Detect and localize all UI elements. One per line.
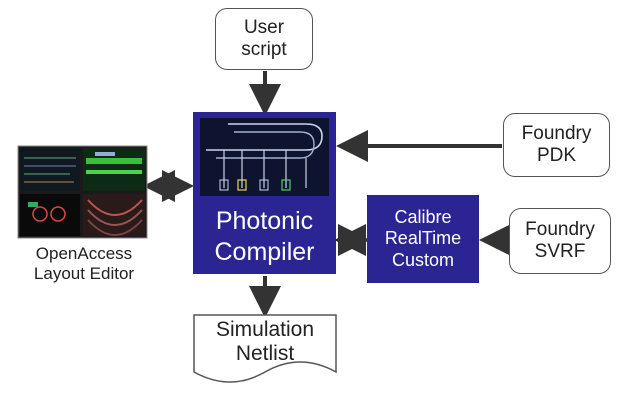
foundry-svrf-box: Foundry SVRF: [509, 208, 611, 274]
foundry-svrf-label: Foundry SVRF: [525, 219, 595, 262]
foundry-pdk-box: Foundry PDK: [503, 113, 610, 177]
photonic-circuit-thumbnail: [200, 118, 329, 196]
netlist-document-shape: [193, 314, 337, 383]
user-script-box: User script: [215, 8, 313, 70]
user-script-label: User script: [241, 17, 287, 60]
photonic-compiler-label: Photonic Compiler: [214, 207, 315, 266]
openaccess-label: OpenAccess Layout Editor: [33, 244, 135, 284]
calibre-realtime-box: Calibre RealTime Custom: [367, 195, 479, 283]
foundry-pdk-label: Foundry PDK: [521, 123, 592, 166]
calibre-realtime-label: Calibre RealTime Custom: [384, 207, 462, 270]
simulation-netlist-label: Simulation Netlist: [215, 318, 315, 365]
layout-editor-thumbnail: [17, 145, 148, 239]
